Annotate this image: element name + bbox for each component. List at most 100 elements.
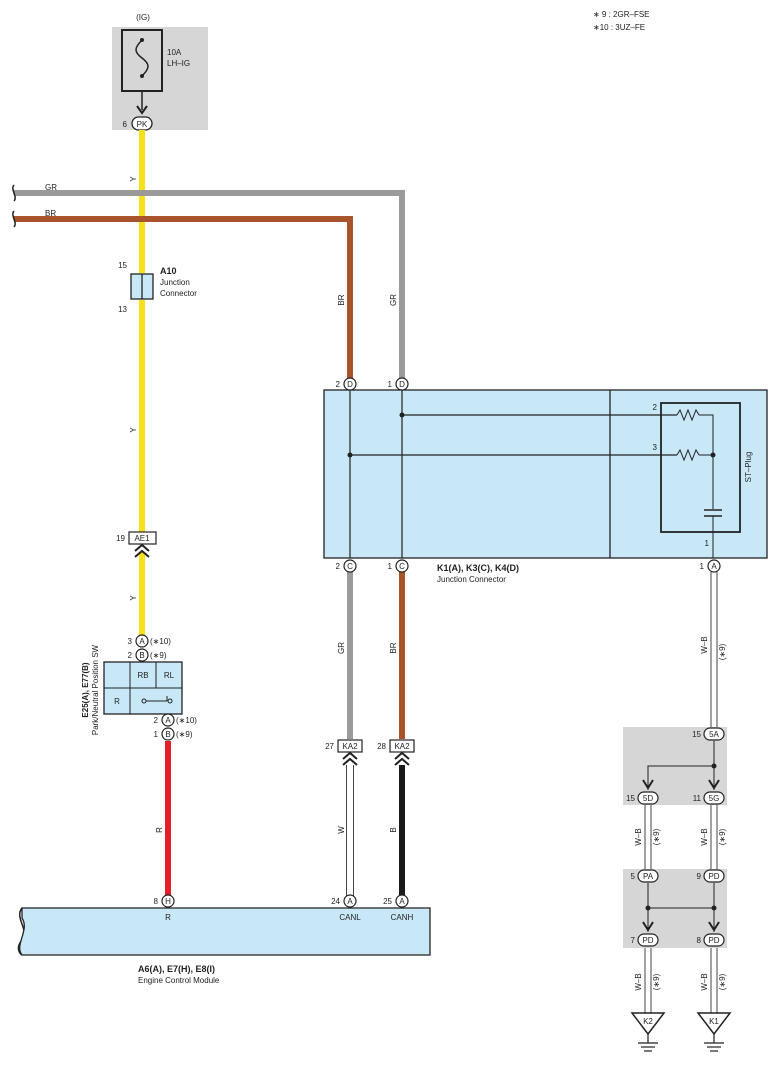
svg-text:A: A [711,562,717,571]
svg-text:27: 27 [325,742,334,751]
wire-label: BR [45,209,56,218]
wire-note: (∗9) [718,643,727,660]
svg-text:PD: PD [708,872,719,881]
svg-text:24: 24 [331,897,340,906]
wire-label: W–B [700,973,709,990]
svg-text:A: A [165,716,171,725]
svg-text:1: 1 [700,562,705,571]
st-plug-label: ST–Plug [744,452,753,483]
wire-label: GR [389,294,398,306]
wire-label: GR [337,642,346,654]
ground-k1: K1 [696,1012,732,1052]
junction-block-p: PA 5 PD 9 PD 7 PD 8 [623,869,727,948]
svg-text:Junction Connector: Junction Connector [437,575,506,584]
ground-icon [630,1012,666,1036]
wire-note: (∗9) [652,828,661,845]
svg-text:KA2: KA2 [342,742,358,751]
wire-label: Y [129,176,138,182]
park-neutral-position-switch: A 3 (∗10) B 2 (∗9) RB RL R A 2 (∗10) B 1… [81,634,197,741]
svg-text:RB: RB [137,671,148,680]
svg-text:11: 11 [693,794,702,803]
svg-text:CANL: CANL [339,913,361,922]
svg-text:A10: A10 [160,266,177,276]
wire-label: BR [389,642,398,653]
svg-text:(∗10): (∗10) [150,637,171,646]
svg-text:2: 2 [336,380,341,389]
svg-text:3: 3 [653,443,658,452]
svg-text:PA: PA [643,872,654,881]
wire-label: W–B [634,828,643,845]
fuse-name: LH–IG [167,59,190,68]
svg-text:(∗9): (∗9) [150,651,167,660]
svg-text:Junction: Junction [160,278,190,287]
svg-text:C: C [347,562,353,571]
svg-text:Connector: Connector [160,289,197,298]
svg-text:5D: 5D [643,794,653,803]
svg-text:15: 15 [626,794,635,803]
wire-label: Y [129,427,138,433]
svg-text:19: 19 [116,534,125,543]
svg-text:1: 1 [705,539,710,548]
svg-text:8: 8 [154,897,159,906]
wire-note: (∗9) [652,973,661,990]
fuse-connector-code: PK [137,120,148,129]
svg-text:28: 28 [377,742,386,751]
svg-text:15: 15 [118,261,127,270]
svg-text:15: 15 [692,730,701,739]
svg-text:K2: K2 [643,1017,653,1026]
svg-text:H: H [165,897,171,906]
wire-label: BR [337,294,346,305]
svg-text:PD: PD [708,936,719,945]
svg-text:(∗10): (∗10) [176,716,197,725]
svg-text:KA2: KA2 [394,742,410,751]
svg-text:25: 25 [383,897,392,906]
wire-label: W–B [700,828,709,845]
svg-text:(∗9): (∗9) [176,730,193,739]
svg-text:Park/Neutral Position SW: Park/Neutral Position SW [91,644,100,735]
fuse-block: (IG) 10A LH–IG 6 PK [112,13,208,131]
svg-text:2: 2 [653,403,658,412]
wires [12,130,718,1013]
engine-control-module: H 8 R A 24 CANL A 25 CANH A6(A), E7(H), … [19,894,431,985]
note-10: ∗10 : 3UZ–FE [593,23,645,32]
ka2-connectors: KA2 27 KA2 28 [325,739,415,766]
svg-text:A6(A), E7(H), E8(I): A6(A), E7(H), E8(I) [138,964,215,974]
svg-text:13: 13 [118,305,127,314]
svg-text:3: 3 [128,637,133,646]
wire-label: R [155,827,164,833]
fuse-group-label: (IG) [136,13,150,22]
fuse-rating: 10A [167,48,182,57]
svg-text:K1(A), K3(C), K4(D): K1(A), K3(C), K4(D) [437,563,519,573]
svg-text:5: 5 [631,872,636,881]
wire-label: B [389,827,398,832]
svg-text:C: C [399,562,405,571]
note-9: ∗ 9 : 2GR–FSE [593,10,650,19]
wire-label: Y [129,595,138,601]
svg-text:2: 2 [128,651,133,660]
svg-text:D: D [399,380,405,389]
svg-text:1: 1 [388,562,393,571]
svg-text:E25(A), E77(B): E25(A), E77(B) [81,662,90,717]
wire-note: (∗9) [718,973,727,990]
ground-k2: K2 [630,1012,666,1052]
svg-text:B: B [165,730,170,739]
svg-text:B: B [139,651,144,660]
wire-label: W [337,826,346,834]
k-junction-connector: 2 3 1 ST–Plug D 2 D 1 C 2 C 1 A 1 K1(A),… [323,377,768,584]
svg-text:8: 8 [697,936,702,945]
svg-text:1: 1 [154,730,159,739]
svg-text:AE1: AE1 [134,534,150,543]
svg-text:PD: PD [642,936,653,945]
svg-text:5A: 5A [709,730,719,739]
svg-text:A: A [139,637,145,646]
svg-text:9: 9 [697,872,702,881]
svg-text:R: R [114,697,120,706]
svg-text:D: D [347,380,353,389]
ae1-connector: AE1 19 [116,531,157,558]
svg-text:K1: K1 [709,1017,719,1026]
svg-text:5G: 5G [709,794,720,803]
fuse-pin-number: 6 [123,120,128,129]
junction-block-5: 5A 15 5D 15 5G 11 [623,727,727,805]
svg-text:RL: RL [164,671,175,680]
